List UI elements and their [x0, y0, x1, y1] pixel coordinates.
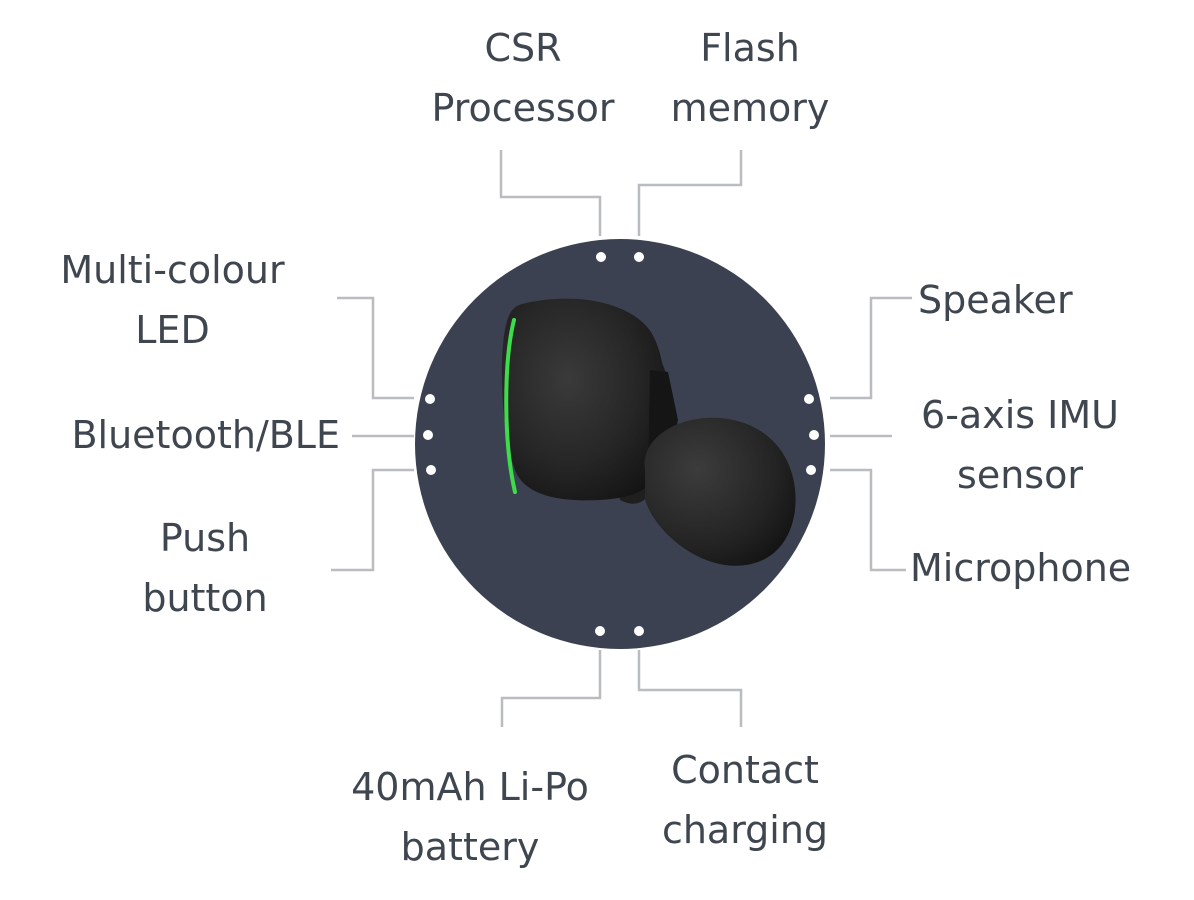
- dot-multi-colour-led: [425, 394, 435, 404]
- label-bluetooth-ble: Bluetooth/BLE: [71, 413, 340, 457]
- dot-flash-memory: [634, 252, 644, 262]
- label-battery: 40mAh Li-Po battery: [351, 765, 589, 869]
- led-ring: [504, 318, 517, 494]
- label-csr-processor: CSR Processor: [431, 26, 615, 130]
- leader-line-microphone: [830, 468, 906, 572]
- label-microphone: Microphone: [910, 546, 1132, 590]
- label-multi-colour-led: Multi-colour LED: [60, 248, 285, 352]
- label-contact-charging: Contact charging: [661, 748, 829, 852]
- leader-line-speaker: [830, 296, 912, 400]
- label-flash-memory: Flash memory: [670, 26, 830, 130]
- dot-push-button: [426, 465, 436, 475]
- connection-dots: [423, 252, 819, 636]
- leader-lines: [331, 150, 912, 727]
- dot-csr-processor: [596, 252, 606, 262]
- dot-bluetooth: [423, 430, 433, 440]
- label-push-button: Push button: [142, 516, 268, 620]
- dot-speaker: [804, 394, 814, 404]
- dot-microphone: [806, 465, 816, 475]
- label-speaker: Speaker: [918, 278, 1073, 322]
- dot-imu-sensor: [809, 430, 819, 440]
- leader-line-multi-colour-led: [337, 296, 414, 400]
- dot-battery: [595, 626, 605, 636]
- leader-line-contact-charging: [637, 650, 743, 727]
- ear-tip: [644, 417, 796, 566]
- leader-line-battery: [500, 650, 602, 727]
- label-imu-sensor: 6-axis IMU sensor: [921, 393, 1119, 497]
- leader-line-push-button: [331, 468, 414, 572]
- dot-contact-charging: [634, 626, 644, 636]
- earbud-illustration: [501, 298, 796, 566]
- leader-line-flash-memory: [637, 150, 743, 236]
- earbud-body: [501, 298, 668, 501]
- leader-line-csr-processor: [499, 150, 602, 236]
